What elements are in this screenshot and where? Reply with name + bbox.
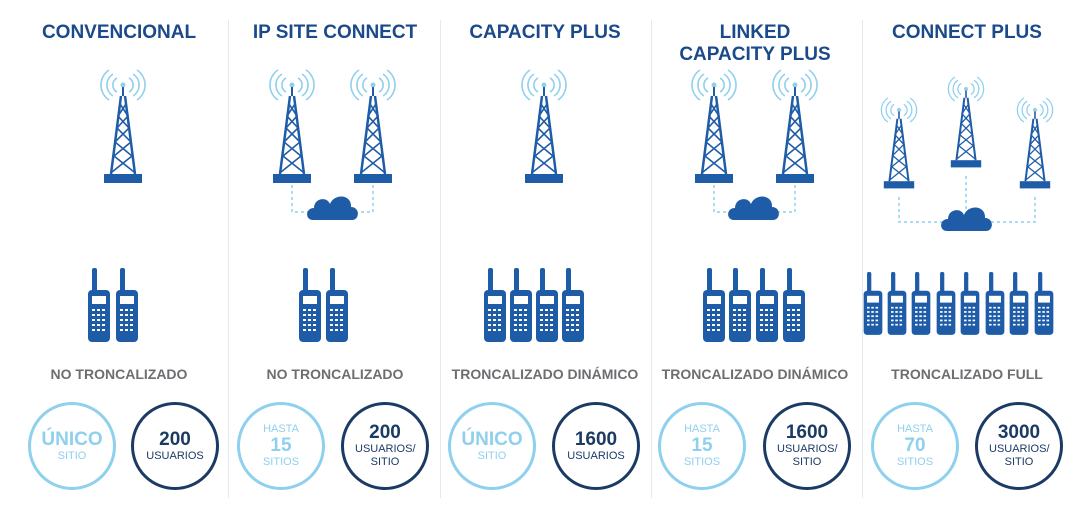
trunking-mode-label: TRONCALIZADO DINÁMICO: [451, 366, 639, 382]
users-unit: USUARIOS/ SITIO: [777, 443, 838, 468]
sites-unit: SITIO: [57, 449, 87, 462]
handheld-radio-icon: [299, 268, 321, 342]
network-diagram: [88, 68, 147, 342]
radio-tower-icon: [947, 75, 985, 169]
network-diagram: [863, 75, 1054, 335]
handheld-radio-icon: [783, 268, 805, 342]
handheld-radio-icon: [703, 268, 725, 342]
title-line: CONNECT PLUS: [892, 22, 1042, 43]
sites-value: 15: [270, 435, 292, 456]
radio-tower-icon: [880, 96, 918, 190]
column-divider: [862, 20, 863, 498]
sites-unit: SITIOS: [262, 456, 300, 468]
users-circle: 1600 USUARIOS: [552, 402, 640, 490]
column-divider: [228, 20, 229, 498]
title-line: CAPACITY PLUS: [469, 22, 621, 43]
handheld-radio-icon: [936, 272, 956, 335]
users-value: 1600: [574, 428, 618, 450]
handheld-radio-icon: [88, 268, 110, 342]
network-diagram: [268, 68, 397, 342]
radio-tower-icon: [690, 68, 738, 185]
trunking-mode-label: NO TRONCALIZADO: [50, 366, 188, 382]
handheld-radio-icon: [484, 268, 506, 342]
users-value: 1600: [785, 422, 829, 443]
network-diagram: [484, 68, 584, 342]
sites-prefix: HASTA: [263, 423, 299, 435]
handheld-radio-icon: [326, 268, 348, 342]
sites-circle: ÚNICO SITIO: [448, 402, 536, 490]
column-ip-site-connect: IP SITE CONNECT NO TRONCALIZADO HASTA 15…: [230, 0, 440, 518]
users-unit: USUARIOS: [567, 449, 625, 462]
handheld-radio-icon: [985, 272, 1005, 335]
column-convencional: CONVENCIONAL NO TRONCALIZADO ÚNICO SITIO…: [14, 0, 224, 518]
handheld-radio-icon: [756, 268, 778, 342]
column-title: CONNECT PLUS: [862, 22, 1072, 44]
sites-prefix: HASTA: [897, 423, 933, 435]
sites-circle: HASTA 70 SITIOS: [871, 402, 959, 490]
cloud-icon: [307, 196, 358, 220]
sites-unit: SITIO: [477, 449, 507, 462]
title-line: LINKED: [719, 22, 791, 43]
network-diagram: [690, 68, 819, 342]
users-circle: 3000 USUARIOS/ SITIO: [975, 402, 1063, 490]
title-line: IP SITE CONNECT: [252, 22, 418, 43]
cloud-icon: [941, 207, 992, 231]
users-unit: USUARIOS/ SITIO: [355, 443, 416, 468]
users-circle: 1600 USUARIOS/ SITIO: [763, 402, 851, 490]
sites-unit: SITIOS: [896, 456, 934, 468]
handheld-radio-icon: [536, 268, 558, 342]
sites-unit: SITIOS: [683, 456, 721, 468]
users-unit: USUARIOS/ SITIO: [989, 443, 1050, 468]
trunking-mode-label: NO TRONCALIZADO: [266, 366, 404, 382]
sites-value: 15: [691, 435, 713, 456]
column-title: CONVENCIONAL: [14, 22, 224, 44]
column-connect-plus: CONNECT PLUS TRONCALIZADO FULL HASTA 70 …: [862, 0, 1072, 518]
column-capacity-plus: CAPACITY PLUS TRONCALIZADO DINÁMICO ÚNIC…: [440, 0, 650, 518]
title-line: CONVENCIONAL: [41, 22, 197, 43]
handheld-radio-icon: [1034, 272, 1054, 335]
cloud-icon: [728, 196, 779, 220]
users-value: 3000: [997, 422, 1041, 443]
handheld-radio-icon: [116, 268, 138, 342]
users-circle: 200 USUARIOS/ SITIO: [341, 402, 429, 490]
trunking-mode-label: TRONCALIZADO DINÁMICO: [661, 366, 849, 382]
handheld-radio-icon: [887, 272, 907, 335]
handheld-radio-icon: [863, 272, 883, 335]
handheld-radio-icon: [729, 268, 751, 342]
column-divider: [440, 20, 441, 498]
sites-circle: ÚNICO SITIO: [28, 402, 116, 490]
sites-circle: HASTA 15 SITIOS: [237, 402, 325, 490]
radio-tower-icon: [771, 68, 819, 185]
sites-value: ÚNICO: [41, 428, 103, 450]
users-value: 200: [159, 428, 191, 450]
users-circle: 200 USUARIOS: [131, 402, 219, 490]
radio-tower-icon: [1016, 96, 1054, 190]
handheld-radio-icon: [1009, 272, 1029, 335]
sites-circle: HASTA 15 SITIOS: [658, 402, 746, 490]
radio-tower-icon: [520, 68, 568, 185]
users-unit: USUARIOS: [146, 449, 204, 462]
handheld-radio-icon: [960, 272, 980, 335]
column-divider: [651, 20, 652, 498]
handheld-radio-icon: [510, 268, 532, 342]
users-value: 200: [369, 422, 401, 443]
sites-value: ÚNICO: [461, 428, 523, 450]
sites-value: 70: [904, 435, 926, 456]
column-title: IP SITE CONNECT: [230, 22, 440, 44]
trunking-mode-label: TRONCALIZADO FULL: [891, 366, 1043, 382]
radio-tower-icon: [268, 68, 316, 185]
handheld-radio-icon: [911, 272, 931, 335]
sites-prefix: HASTA: [684, 423, 720, 435]
column-title: CAPACITY PLUS: [440, 22, 650, 44]
radio-tower-icon: [99, 68, 147, 185]
column-title: LINKED CAPACITY PLUS: [650, 22, 860, 66]
column-linked-capacity-plus: LINKED CAPACITY PLUS TRONCALIZADO DINÁMI…: [650, 0, 860, 518]
title-line: CAPACITY PLUS: [679, 44, 831, 65]
handheld-radio-icon: [562, 268, 584, 342]
radio-tower-icon: [349, 68, 397, 185]
